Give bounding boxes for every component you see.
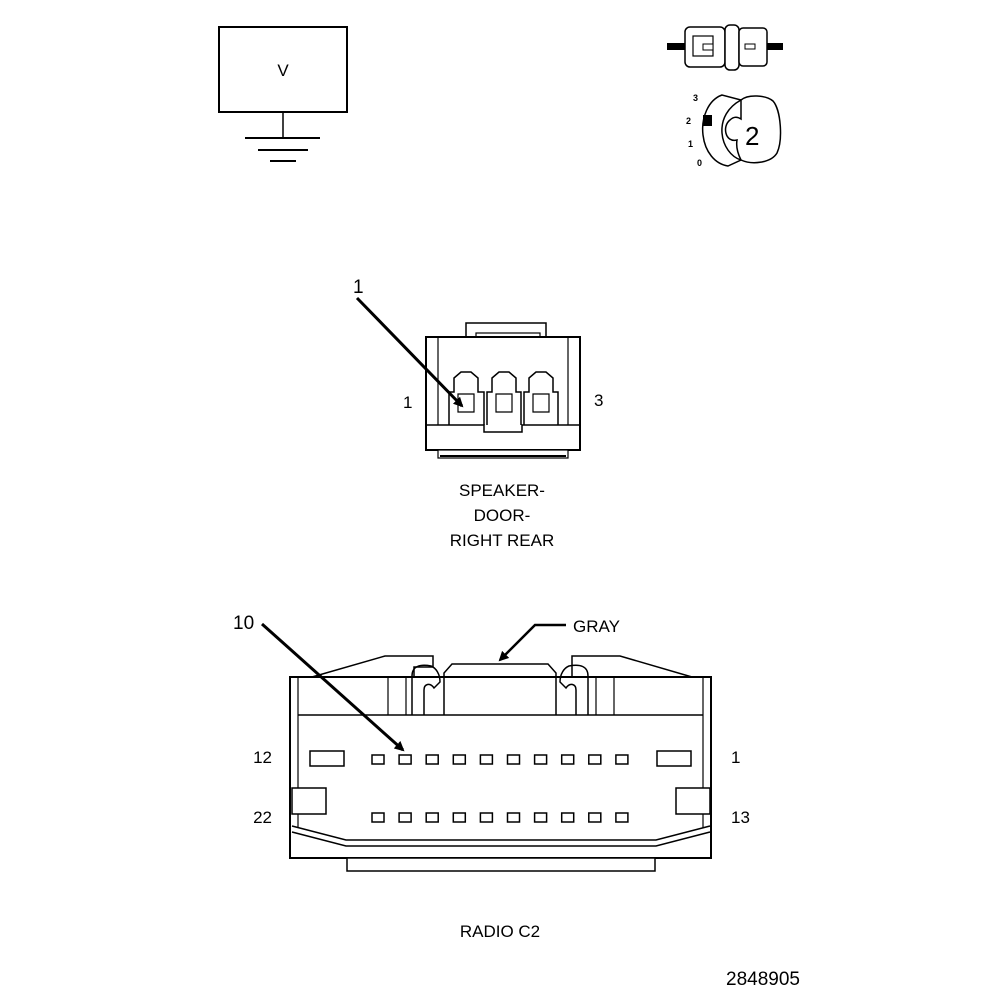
terminal-cavity-top — [398, 754, 412, 765]
terminal-cavity-bottom — [452, 812, 467, 823]
speaker-label-line-3: RIGHT REAR — [450, 531, 555, 550]
terminal-cavity-bottom — [506, 812, 521, 823]
figure-id: 2848905 — [726, 969, 800, 990]
radio-callout-pin: 10 — [233, 613, 254, 634]
radio-pin-bottom-right: 13 — [731, 808, 750, 827]
terminal-cavity-top — [533, 754, 548, 765]
terminal-cavity-top — [425, 754, 439, 765]
radio-pin-top-left: 12 — [253, 748, 272, 767]
ignition-key-icon: 3 2 1 0 2 — [686, 93, 782, 168]
speaker-pin-left: 1 — [403, 393, 412, 412]
terminal-cavity-bottom — [479, 812, 494, 823]
radio-pin-top-right: 1 — [731, 748, 740, 767]
terminal-cavity-top — [479, 754, 494, 765]
speaker-pin-right: 3 — [594, 391, 603, 410]
key-position-3: 3 — [693, 93, 698, 103]
disconnected-connector-icon — [667, 24, 783, 71]
speaker-label-line-2: DOOR- — [474, 506, 531, 525]
speaker-callout-pin: 1 — [353, 277, 364, 298]
radio-pin-bottom-left: 22 — [253, 808, 272, 827]
terminal-cavity-bottom — [425, 812, 439, 823]
radio-color-label: GRAY — [573, 617, 620, 636]
terminal-cavity-top — [588, 754, 602, 765]
terminal-cavity-bottom — [371, 812, 385, 823]
radio-connector: 10 GRAY 12 1 22 13 RADIO C2 — [233, 613, 750, 941]
terminal-cavity-bottom — [560, 812, 575, 823]
terminal-cavity-top — [452, 754, 467, 765]
speaker-connector: 1 1 3 SPEAKER- DOOR- RIGHT REAR — [353, 277, 603, 550]
key-position-2: 2 — [686, 116, 691, 126]
key-selected-position: 2 — [745, 121, 759, 151]
speaker-label-line-1: SPEAKER- — [459, 481, 545, 500]
terminal-cavity-top — [506, 754, 521, 765]
pin-row-top — [371, 754, 629, 765]
key-position-0: 0 — [697, 158, 702, 168]
radio-connector-label: RADIO C2 — [460, 922, 540, 941]
terminal-cavity-top — [615, 754, 629, 765]
key-position-1: 1 — [688, 139, 693, 149]
voltmeter-icon: V — [218, 26, 348, 162]
terminal-cavity-top — [560, 754, 575, 765]
pin-row-bottom — [371, 812, 629, 823]
terminal-cavity-bottom — [533, 812, 548, 823]
terminal-cavity-bottom — [398, 812, 412, 823]
terminal-cavity-bottom — [615, 812, 629, 823]
terminal-cavity-bottom — [588, 812, 602, 823]
voltmeter-mode-label: V — [277, 61, 289, 80]
terminal-cavity-top — [371, 754, 385, 765]
